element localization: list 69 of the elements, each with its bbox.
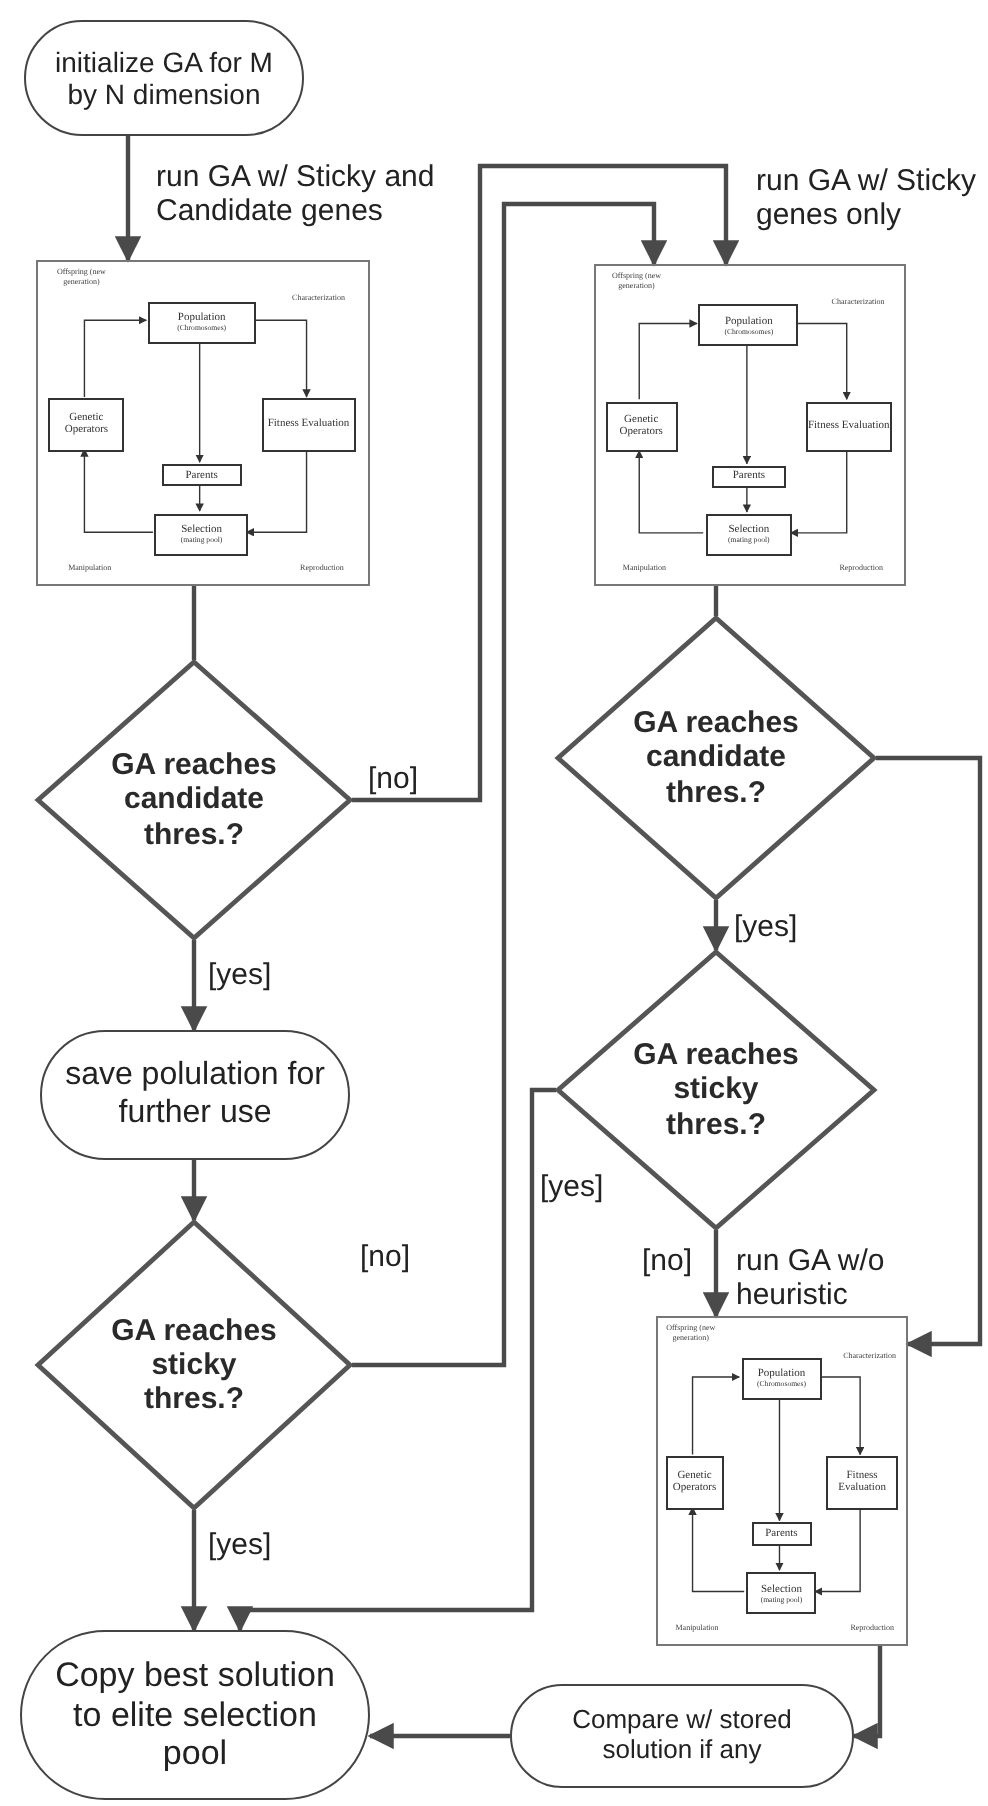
process-box xyxy=(665,1456,724,1510)
ga-cycle-panel xyxy=(594,264,906,586)
arrow xyxy=(876,755,983,1358)
arrow xyxy=(742,485,752,513)
process-box xyxy=(826,1456,898,1510)
process-box xyxy=(711,465,787,489)
connector-line xyxy=(713,586,719,616)
process-box xyxy=(161,464,242,487)
arrow xyxy=(180,940,208,1033)
rounded-process-box xyxy=(510,1684,854,1788)
arrow xyxy=(367,1722,510,1750)
node-text: GA reaches candidate thres.? xyxy=(632,706,800,810)
edge-label: [yes] xyxy=(208,1528,272,1563)
edge-label: [yes] xyxy=(734,910,798,945)
process-box xyxy=(148,301,256,344)
arrow xyxy=(252,319,311,398)
edge-label: [no] xyxy=(360,1240,411,1275)
arrow xyxy=(195,484,204,512)
arrow xyxy=(195,340,204,463)
ga-cycle-panel xyxy=(656,1316,908,1646)
ga-cycle-panel xyxy=(36,260,370,586)
arrow xyxy=(635,449,704,534)
node-text: initialize GA for M by N dimension xyxy=(53,45,275,111)
process-box xyxy=(154,513,249,556)
decision-diamond xyxy=(556,616,876,900)
arrow xyxy=(702,900,730,953)
process-box xyxy=(698,304,799,347)
arrow xyxy=(775,1397,784,1522)
edge-label: [yes] xyxy=(540,1170,604,1205)
connector-line xyxy=(191,586,197,660)
process-box xyxy=(261,398,356,452)
process-box xyxy=(805,401,893,453)
arrow xyxy=(83,316,148,398)
node-text: GA reaches candidate thres.? xyxy=(110,748,278,852)
arrow xyxy=(702,1230,730,1319)
arrow xyxy=(180,1510,208,1633)
process-box xyxy=(746,1572,817,1615)
arrow xyxy=(819,1376,865,1456)
process-box xyxy=(48,398,125,452)
arrow xyxy=(688,1506,745,1593)
decision-diamond xyxy=(36,660,352,940)
arrow xyxy=(114,136,142,263)
arrow xyxy=(742,343,752,465)
arrow xyxy=(796,322,851,401)
arrow xyxy=(638,319,698,400)
arrow xyxy=(789,450,848,538)
arrow xyxy=(245,448,308,537)
node-text: Compare w/ stored solution if any xyxy=(570,1706,794,1766)
edge-label: [yes] xyxy=(208,958,272,993)
process-box xyxy=(741,1357,822,1401)
arrow xyxy=(226,1087,556,1633)
arrow xyxy=(80,448,154,533)
node-text: save polulation for further use xyxy=(63,1058,327,1132)
decision-diamond xyxy=(36,1220,352,1510)
node-text: GA reaches sticky thres.? xyxy=(632,1038,800,1142)
edge-label: [no] xyxy=(642,1244,693,1279)
arrow xyxy=(352,201,668,1368)
arrow xyxy=(180,1160,208,1223)
process-box xyxy=(605,401,678,453)
edge-label: [no] xyxy=(368,762,419,797)
arrow xyxy=(352,163,740,803)
arrow xyxy=(775,1543,784,1571)
node-text: Copy best solution to elite selection pool xyxy=(53,1656,337,1774)
arrow xyxy=(851,1646,883,1750)
process-box xyxy=(751,1522,812,1546)
node-text: GA reaches sticky thres.? xyxy=(110,1313,278,1417)
arrow xyxy=(813,1506,861,1596)
process-box xyxy=(705,513,793,556)
arrow xyxy=(691,1372,740,1456)
